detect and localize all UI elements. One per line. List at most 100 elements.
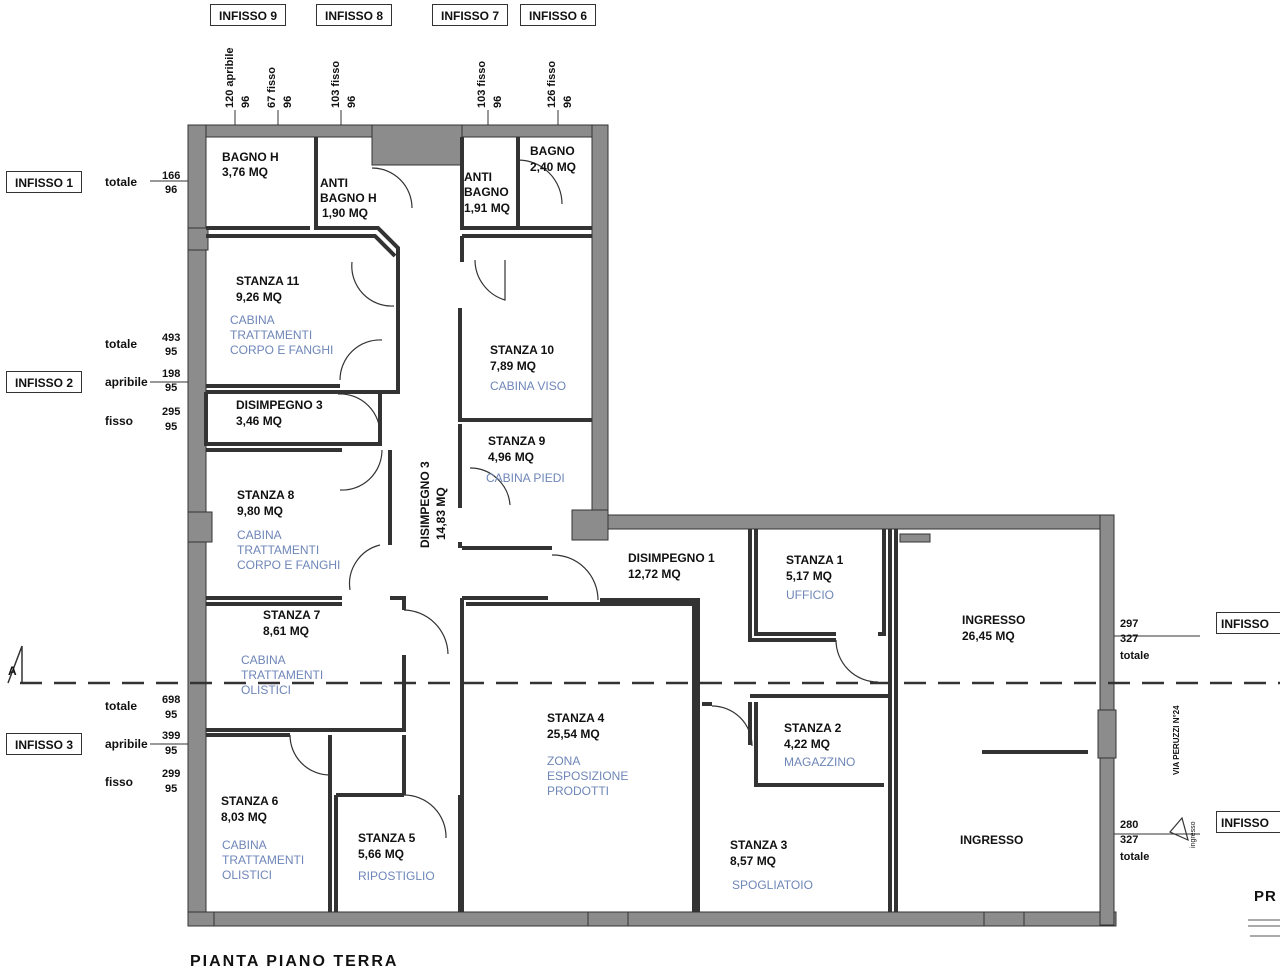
room-name: INGRESSO (960, 833, 1024, 847)
room-use: SPOGLIATOIO (732, 878, 813, 892)
street-label: VIA PERUZZI N°24 (1172, 705, 1181, 775)
section-arrow (7, 645, 23, 684)
room-area: 4,22 MQ (784, 737, 831, 751)
room-name: BAGNO H (222, 150, 279, 164)
door-arc (711, 705, 753, 747)
room-name: STANZA 5 (358, 831, 416, 845)
fixture-value: 103 fisso (330, 60, 342, 108)
wall (591, 124, 609, 531)
fixture-label-infisso-2: INFISSO 2 (6, 371, 82, 393)
room-area: 3,76 MQ (222, 165, 269, 179)
room-area: 25,54 MQ (547, 727, 600, 741)
room-area: 1,90 MQ (322, 206, 369, 220)
fixture-value: 96 (562, 95, 574, 108)
room-name: STANZA 4 (547, 711, 605, 725)
door-arc (517, 159, 563, 205)
entrance-label: ingresso (1190, 821, 1197, 848)
room-area: 7,89 MQ (490, 359, 537, 373)
door-arc (339, 339, 383, 381)
partition (340, 392, 382, 446)
door-arc (551, 554, 599, 601)
room-area: 3,46 MQ (236, 414, 283, 428)
room-use: CABINA VISO (490, 379, 567, 393)
fixture-label-right-2: INFISSO (1216, 811, 1280, 833)
fixture-value: 96 (282, 95, 294, 108)
partition (754, 529, 836, 636)
door-arc (351, 261, 395, 307)
fixture-value: 96 (492, 95, 504, 108)
fixture-label-infisso-6: INFISSO 6 (520, 4, 596, 26)
fixture-row-a: 698 (162, 694, 181, 706)
door-arc (403, 609, 449, 655)
room-use: ZONA ESPOSIZIONE PRODOTTI (547, 754, 629, 798)
partition (206, 234, 397, 258)
wall-block (187, 911, 215, 927)
fixture-label-infisso-3: INFISSO 3 (6, 733, 82, 755)
fixture-row-name: totale (105, 175, 138, 189)
room-name: STANZA 2 (784, 721, 842, 735)
wall-block (187, 227, 209, 251)
door-arc (339, 449, 383, 491)
fixture-value: 126 fisso (546, 60, 558, 108)
fixture-value: 120 apribile (224, 47, 236, 108)
wall-block (371, 124, 463, 166)
wall-block (187, 511, 213, 543)
fixture-value: 67 fisso (266, 67, 278, 108)
room-area: 9,26 MQ (236, 290, 283, 304)
room-area: 5,17 MQ (786, 569, 833, 583)
fixture-row-name: fisso (105, 775, 134, 789)
plan-title: PIANTA PIANO TERRA (190, 953, 399, 970)
partition (206, 137, 400, 394)
room-name: STANZA 8 (237, 488, 295, 502)
room-name: BAGNO (530, 144, 575, 158)
room-name: DISIMPEGNO 1 (628, 551, 715, 565)
room-name: STANZA 1 (786, 553, 844, 567)
fixture-label-infisso-1: INFISSO 1 (6, 171, 82, 193)
fixture-row-b: 95 (165, 421, 178, 433)
fixture-row-a: 399 (162, 730, 181, 742)
fixture-label-infisso-9: INFISSO 9 (210, 4, 286, 26)
room-name: ANTI BAGNO H (320, 176, 377, 205)
room-area: 8,57 MQ (730, 854, 777, 868)
fixture-label-infisso-8: INFISSO 8 (316, 4, 392, 26)
room-name: DISIMPEGNO 3 (236, 398, 323, 412)
wall (591, 514, 1115, 530)
room-name: INGRESSO (962, 613, 1026, 627)
partition (466, 602, 696, 912)
entrance-arrow-icon (1169, 816, 1189, 842)
door-arc (348, 544, 381, 591)
partition (878, 529, 886, 636)
room-area: 5,66 MQ (358, 847, 405, 861)
room-use: RIPOSTIGLIO (358, 869, 435, 883)
fixture-right-c: totale (1120, 650, 1150, 662)
room-name: ANTI BAGNO (464, 170, 509, 199)
room-area: 9,80 MQ (237, 504, 284, 518)
fixture-row-name: totale (105, 699, 138, 713)
door-arc (469, 467, 511, 506)
room-area: 8,61 MQ (263, 624, 310, 638)
fixture-row-name: apribile (105, 737, 148, 751)
room-use: MAGAZZINO (784, 755, 856, 769)
wall (187, 911, 1117, 927)
fixture-right-b: 327 (1120, 834, 1139, 846)
room-name: STANZA 9 (488, 434, 546, 448)
fixture-row-name: fisso (105, 414, 134, 428)
room-area: 1,91 MQ (464, 201, 511, 215)
fixture-row-name: totale (105, 337, 138, 351)
fixture-right-a: 297 (1120, 618, 1139, 630)
room-use: UFFICIO (786, 588, 834, 602)
wall-block (899, 533, 931, 543)
room-area: 14,83 MQ (434, 487, 448, 540)
fixture-row-a: 166 (162, 170, 181, 182)
wall-block (587, 911, 629, 927)
partition (390, 596, 406, 610)
fixture-right-a: 280 (1120, 819, 1139, 831)
fixture-right-b: 327 (1120, 633, 1139, 645)
fixture-row-b: 95 (165, 745, 178, 757)
door-arc (403, 794, 447, 839)
room-use: CABINA TRATTAMENTI OLISTICI (222, 838, 305, 882)
fixture-row-b: 95 (165, 709, 178, 721)
door-arc (474, 259, 506, 301)
fixture-value: 103 fisso (476, 60, 488, 108)
fixture-row-b: 95 (165, 382, 178, 394)
